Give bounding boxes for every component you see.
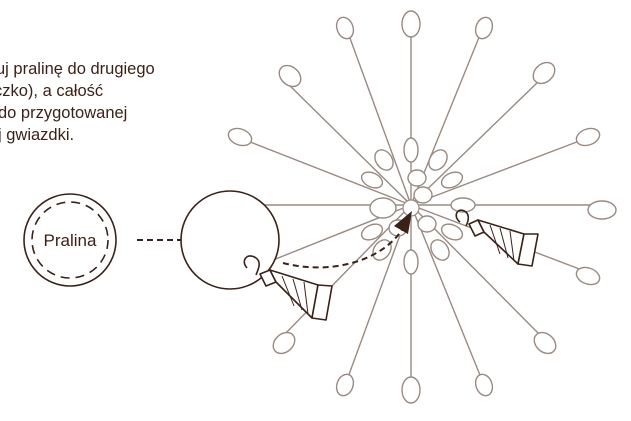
instruction-line: uj pralinę do drugiego [0,60,155,78]
star-inner-pods [360,137,476,275]
pralina-label: Pralina [44,231,97,250]
instruction-line: do przygotowanej [0,104,128,122]
transfer-arrow [282,211,412,269]
piping-bag-icon [243,255,333,321]
piping-bag-icon [455,209,539,267]
chocolate-circle [180,190,280,290]
skewer-star [227,10,617,404]
instruction-text: uj pralinę do drugiego czko), a całość d… [0,58,260,146]
pralina-circle: Pralina [23,193,117,287]
star-outer-pods [227,10,617,404]
instruction-line: czko), a całość [0,82,104,100]
arrow-head-icon [394,211,412,234]
instruction-line: j gwiazdki. [0,126,75,144]
